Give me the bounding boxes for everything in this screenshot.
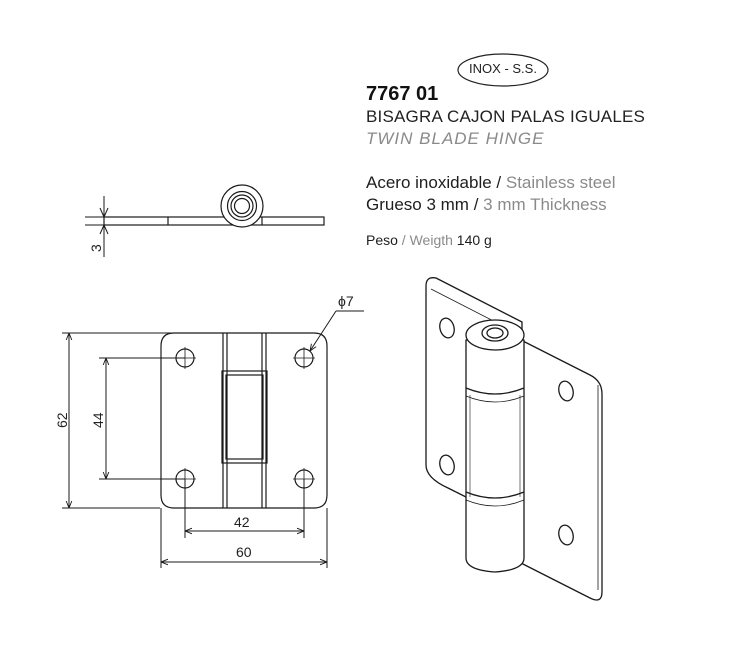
dimension-lines <box>62 310 364 568</box>
material-english: Stainless steel <box>505 173 616 192</box>
thickness-separator: / <box>468 195 484 214</box>
weight-english: Weigth <box>409 232 453 248</box>
weight-spanish: Peso <box>366 232 398 248</box>
dim-hole-horizontal-label: 42 <box>234 514 250 530</box>
isometric-view <box>425 277 603 601</box>
dim-height-label: 62 <box>54 412 70 428</box>
product-code: 7767 01 <box>366 83 439 105</box>
material-separator: / <box>491 173 506 192</box>
product-name-english: TWIN BLADE HINGE <box>366 129 545 148</box>
side-view <box>85 184 325 257</box>
material-spanish: Acero inoxidable <box>366 173 492 192</box>
weight-spec: Peso / Weigth 140 g <box>366 232 492 248</box>
thickness-spec: Grueso 3 mm / 3 mm Thickness <box>366 195 607 215</box>
front-view <box>160 332 328 509</box>
weight-value: 140 g <box>452 232 492 248</box>
product-name-spanish: BISAGRA CAJON PALAS IGUALES <box>366 107 646 126</box>
thickness-english: 3 mm Thickness <box>483 195 607 214</box>
dim-hole-diameter-label: ϕ7 <box>338 293 354 309</box>
inox-badge-ellipse <box>457 53 549 87</box>
dim-thickness-label: 3 <box>88 244 104 252</box>
weight-separator: / <box>397 232 410 248</box>
dim-width-label: 60 <box>236 544 252 560</box>
material-spec: Acero inoxidable / Stainless steel <box>366 173 616 193</box>
dim-hole-vertical-label: 44 <box>90 412 106 428</box>
thickness-spanish: Grueso 3 mm <box>366 195 469 214</box>
inox-badge-text: INOX - S.S. <box>469 61 537 76</box>
